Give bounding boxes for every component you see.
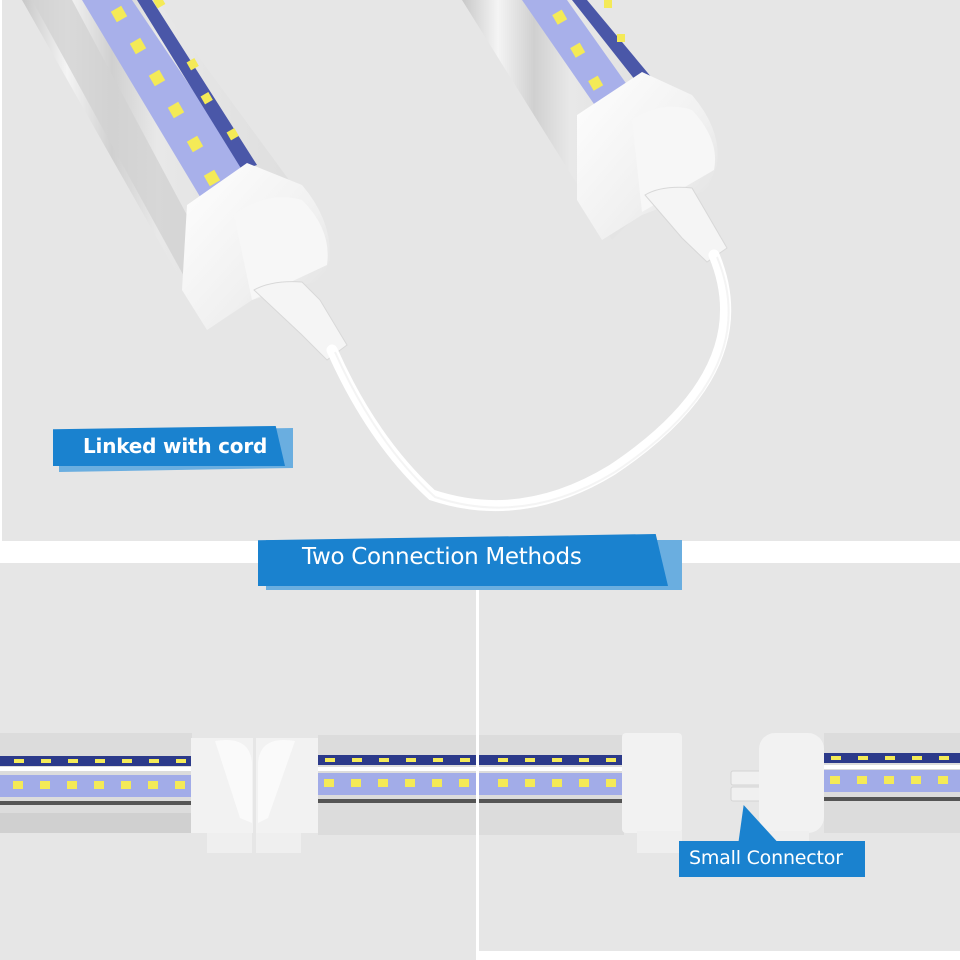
label-small-connector: Small Connector xyxy=(679,805,865,877)
tube-left xyxy=(479,733,682,853)
panel-end-to-end xyxy=(0,563,476,960)
label-linked-with-cord: Linked with cord xyxy=(53,420,293,473)
title-two-connection-methods: Two Connection Methods xyxy=(258,530,682,592)
title-banner xyxy=(258,534,668,586)
right-tube xyxy=(462,0,728,263)
label-banner xyxy=(679,841,865,877)
tube-end-to-end-illustration xyxy=(0,733,476,853)
tube-small-connector-illustration xyxy=(479,733,960,853)
connector-caps xyxy=(191,738,318,853)
title-text: Two Connection Methods xyxy=(302,544,582,570)
panel-small-connector xyxy=(479,563,960,951)
label-text: Linked with cord xyxy=(83,434,268,458)
label-text: Small Connector xyxy=(689,847,843,869)
tube-right xyxy=(759,733,960,853)
tube-cord-illustration xyxy=(22,0,732,512)
label-banner xyxy=(53,426,285,466)
tube-right xyxy=(318,735,476,835)
left-tube xyxy=(22,0,348,361)
small-connector-pins xyxy=(730,770,762,802)
cord xyxy=(326,249,732,512)
tube-left xyxy=(0,733,192,833)
callout-pointer-icon xyxy=(731,805,779,843)
